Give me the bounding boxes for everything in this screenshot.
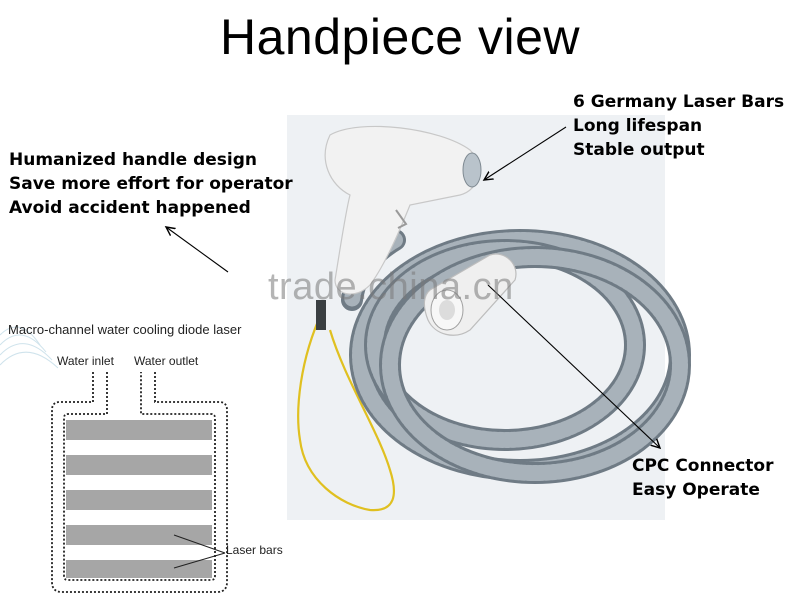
water-outlet-label: Water outlet [134, 354, 199, 368]
cooling-channel-outer [51, 372, 228, 593]
laser-bars-pointer-1 [173, 534, 226, 554]
decorative-swirl [0, 326, 59, 369]
laser-bars-pointer-2 [173, 552, 226, 569]
handle-annotation-line: Humanized handle design [9, 150, 257, 170]
laser-annotation-line: 6 Germany Laser Bars [573, 92, 785, 112]
watermark: trade.china.cn [268, 266, 514, 308]
water-inlet-label: Water inlet [57, 354, 114, 368]
laser-annotation: 6 Germany Laser Bars Long lifespan Stabl… [573, 90, 784, 162]
laser-bar-1 [66, 420, 212, 440]
laser-annotation-line: Long lifespan [573, 116, 703, 136]
coiled-hose [341, 229, 691, 484]
handpiece [324, 125, 482, 295]
page-title: Handpiece view [220, 9, 580, 65]
yellow-cable [297, 311, 396, 512]
laser-annotation-line: Stable output [573, 140, 705, 160]
laser-arrow [484, 126, 567, 180]
laser-bars-label: Laser bars [226, 543, 283, 557]
handle-arrow [166, 227, 229, 273]
laser-bar-5 [66, 560, 212, 578]
connector-annotation-line: Easy Operate [632, 480, 760, 500]
connector-annotation: CPC Connector Easy Operate [632, 454, 774, 502]
connector-annotation-line: CPC Connector [632, 456, 774, 476]
laser-bar-4 [66, 525, 212, 545]
cooling-diagram-title: Macro-channel water cooling diode laser [8, 322, 242, 337]
handle-annotation-line: Avoid accident happened [9, 198, 251, 218]
cooling-diagram [51, 372, 228, 593]
laser-bar-2 [66, 455, 212, 475]
cpc-connector [423, 253, 517, 336]
handle-annotation-line: Save more effort for operator [9, 174, 293, 194]
cable-connector [316, 300, 326, 330]
handle-annotation: Humanized handle design Save more effort… [9, 148, 293, 220]
cooling-channel-inner [63, 372, 216, 581]
connector-arrow [487, 284, 660, 448]
laser-bar-3 [66, 490, 212, 510]
